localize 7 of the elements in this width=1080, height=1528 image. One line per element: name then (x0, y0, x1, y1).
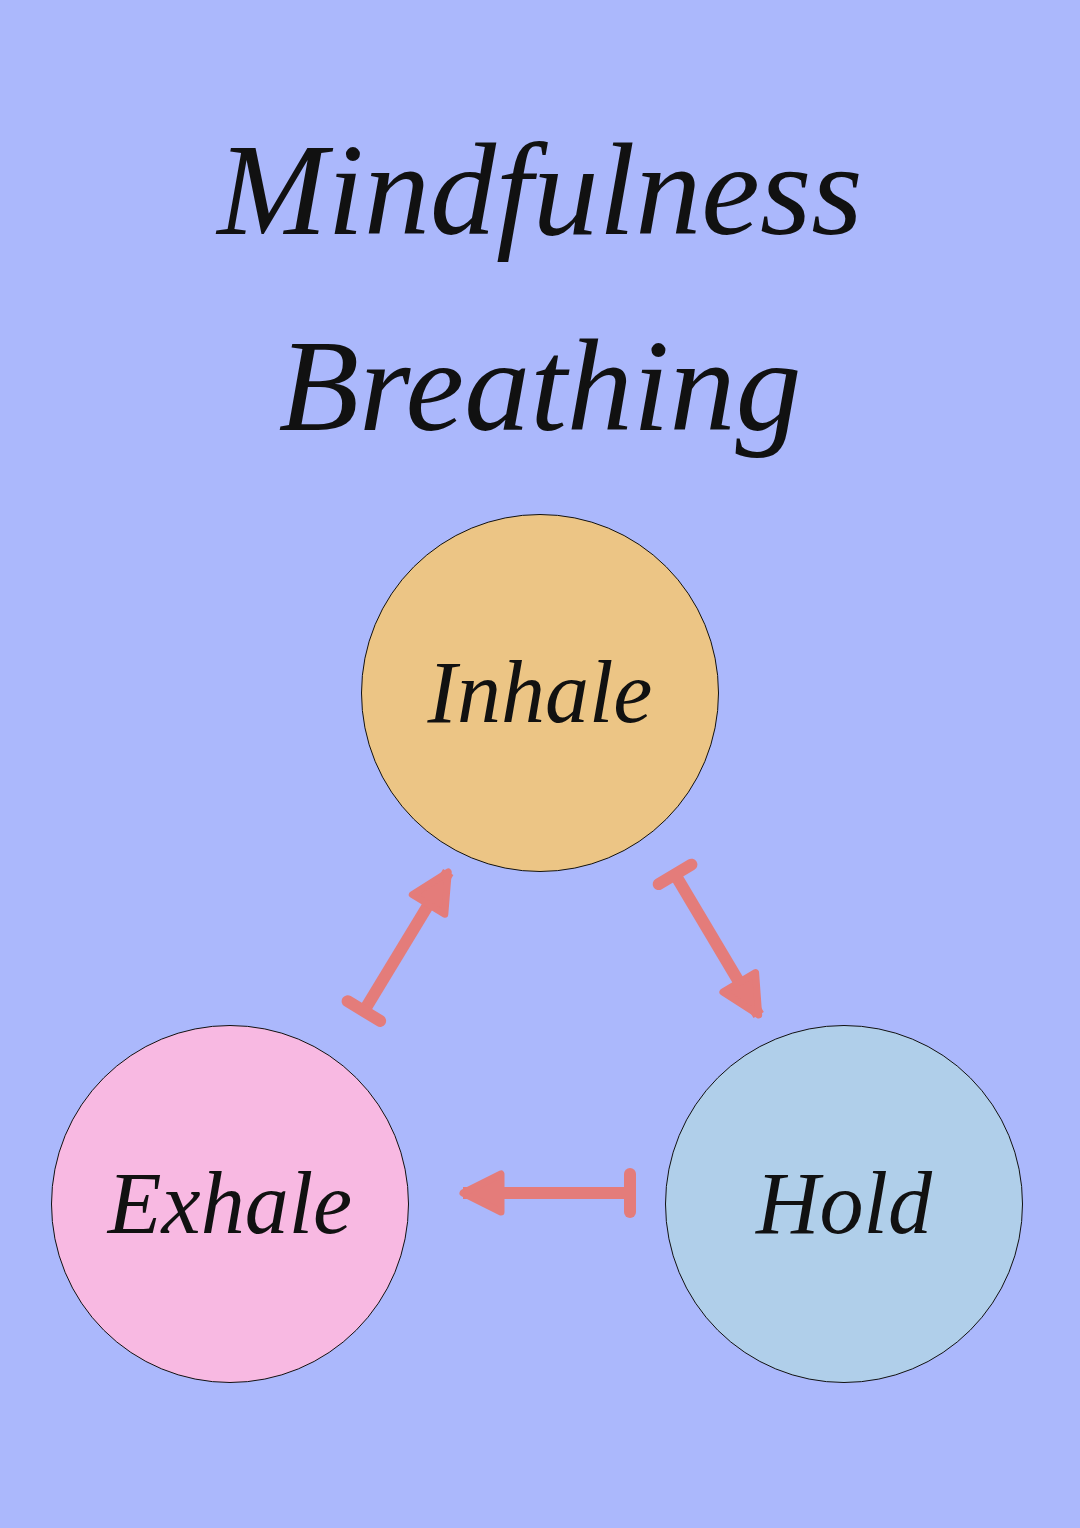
node-label: Exhale (107, 1160, 353, 1248)
node-label: Inhale (427, 649, 653, 737)
arrow (341, 868, 454, 1027)
arrow (652, 858, 764, 1019)
node-label: Hold (756, 1160, 932, 1248)
title: Mindfulness Breathing (214, 115, 864, 461)
arrow (459, 1168, 636, 1218)
